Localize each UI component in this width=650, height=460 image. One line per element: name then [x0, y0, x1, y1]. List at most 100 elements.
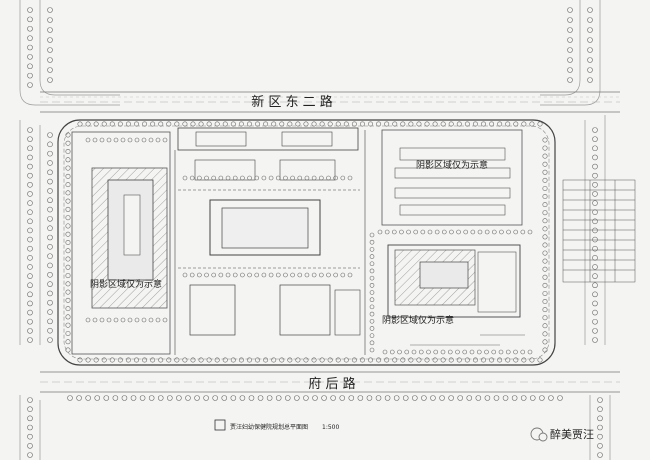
tree-symbol — [197, 175, 202, 181]
tree-symbol — [369, 347, 375, 353]
tree-symbol — [47, 216, 53, 222]
tree-symbol — [592, 245, 598, 252]
tree-symbol — [27, 245, 33, 252]
tree-symbol — [343, 357, 349, 363]
tree-symbol — [587, 67, 593, 73]
tree-symbol — [112, 395, 119, 401]
tree-symbol — [27, 200, 33, 206]
tree-symbol — [240, 175, 245, 181]
tree-symbol — [93, 357, 99, 363]
tree-symbol — [85, 137, 91, 143]
tree-symbol — [537, 121, 543, 127]
tree-symbol — [440, 121, 446, 127]
tree-symbol — [348, 395, 355, 401]
road-grid — [19, 0, 611, 460]
tree-symbol — [484, 395, 491, 401]
tree-symbol — [113, 317, 119, 323]
south-road-label: 府 后 路 — [308, 376, 355, 392]
tree-symbol — [47, 77, 53, 83]
tree-symbol — [542, 226, 548, 232]
tree-symbol — [65, 231, 71, 237]
tree-symbol — [542, 282, 548, 288]
tree-symbol — [597, 415, 603, 422]
tree-symbol — [134, 137, 140, 143]
tree-symbol — [542, 323, 548, 329]
tree-symbol — [27, 72, 33, 79]
tree-symbol — [542, 299, 548, 305]
tree-symbol — [238, 357, 244, 363]
tree-symbol — [287, 357, 293, 363]
tree-symbol — [101, 357, 107, 363]
tree-symbol — [27, 424, 33, 431]
tree-symbol — [275, 272, 281, 278]
tree-symbol — [27, 54, 33, 60]
tree-symbol — [520, 395, 527, 401]
tree-symbol — [185, 395, 191, 401]
tree-symbol — [65, 273, 71, 279]
tree-symbol — [47, 47, 53, 53]
tree-symbol — [368, 357, 374, 363]
tree-symbol — [456, 357, 462, 363]
tree-symbol — [148, 317, 154, 323]
tree-symbol — [27, 7, 33, 13]
tree-symbol — [47, 141, 53, 148]
tree-symbol — [592, 227, 598, 234]
tree-symbol — [448, 357, 454, 363]
tree-symbol — [377, 229, 383, 235]
tree-symbol — [176, 395, 182, 401]
tree-symbol — [464, 357, 470, 363]
tree-symbol — [127, 317, 133, 323]
tree-symbol — [109, 357, 115, 363]
tree-symbol — [222, 121, 228, 127]
tree-symbol — [121, 395, 128, 401]
tree-symbol — [47, 225, 53, 231]
tree-symbol — [457, 395, 463, 401]
tree-symbol — [47, 299, 53, 306]
tree-symbol — [326, 175, 331, 181]
tree-symbol — [542, 331, 548, 337]
tree-symbol — [141, 137, 147, 143]
tree-symbol — [221, 395, 228, 401]
tree-symbol — [283, 272, 288, 278]
tree-symbol — [333, 272, 338, 278]
tree-symbol — [529, 121, 535, 127]
tree-symbol — [382, 349, 388, 355]
tree-symbol — [133, 357, 139, 363]
tree-symbol — [65, 264, 71, 270]
tree-symbol — [592, 127, 598, 133]
tree-symbol — [94, 395, 101, 401]
tree-symbol — [303, 121, 309, 127]
tree-symbol — [230, 395, 237, 401]
tree-symbol — [587, 7, 593, 13]
tree-symbol — [491, 349, 497, 355]
tree-symbol — [162, 137, 168, 143]
tree-symbol — [47, 178, 53, 185]
tree-symbol — [384, 395, 391, 401]
tree-symbol — [27, 44, 33, 51]
tree-symbol — [411, 349, 417, 355]
tree-symbol — [283, 175, 288, 181]
tree-symbol — [542, 137, 548, 143]
tree-symbol — [27, 154, 33, 161]
drawing-scale: 1:500 — [322, 424, 339, 431]
tree-symbol — [27, 309, 33, 316]
tree-symbol — [351, 121, 357, 127]
tree-symbol — [85, 395, 91, 401]
tree-symbol — [567, 7, 573, 13]
tree-symbol — [312, 395, 318, 401]
watermark-text: 醉美贾汪 — [550, 427, 594, 441]
tree-symbol — [206, 357, 212, 363]
north-road-label: 新 区 东 二 路 — [251, 94, 333, 110]
tree-symbol — [542, 250, 548, 256]
north-road — [40, 91, 620, 113]
title-marker — [214, 419, 226, 431]
tree-symbol — [498, 349, 504, 355]
tree-symbol — [125, 121, 131, 127]
tree-symbol — [475, 395, 482, 401]
tree-symbol — [204, 272, 209, 278]
tree-symbol — [254, 272, 260, 278]
tree-symbol — [513, 357, 519, 363]
central-building — [174, 127, 366, 355]
tree-symbol — [335, 121, 341, 127]
tree-symbol — [47, 262, 53, 269]
